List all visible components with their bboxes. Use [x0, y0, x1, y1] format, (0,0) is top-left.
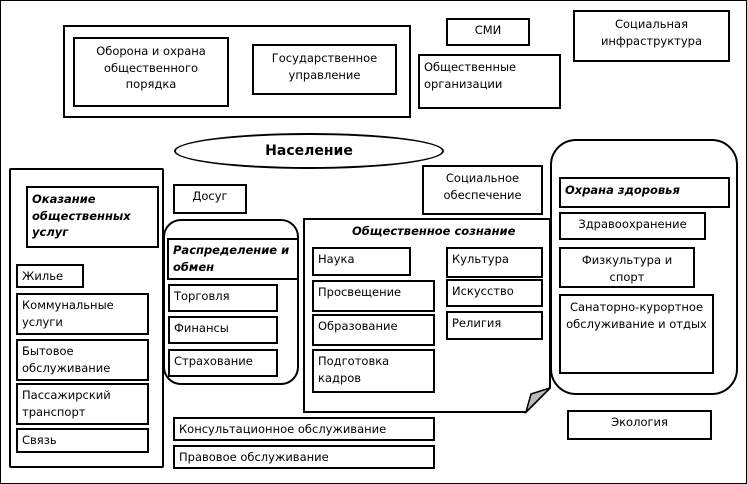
trade-box: Торговля: [168, 284, 278, 312]
sanatorium-box: Санаторно-курортное обслуживание и отдых: [559, 294, 714, 374]
leisure-box: Досуг: [173, 184, 247, 214]
social-infra-box: Социальная инфраструктура: [573, 10, 730, 62]
government-box: Государственное управление: [252, 44, 397, 95]
public-services-title: Оказание общественных услуг: [26, 186, 159, 248]
legal-box: Правовое обслуживание: [173, 445, 435, 469]
science-box: Наука: [312, 247, 411, 276]
public-orgs-box: Общественные организации: [418, 54, 561, 109]
finance-box: Финансы: [168, 316, 278, 344]
health-title: Охрана здоровья: [559, 177, 730, 208]
healthcare-box: Здравоохранение: [559, 212, 706, 240]
consciousness-title: Общественное сознание: [352, 224, 516, 238]
culture-box: Культура: [446, 247, 543, 278]
housing-box: Жилье: [16, 264, 84, 288]
enlightenment-box: Просвещение: [312, 280, 435, 312]
ecology-box: Экология: [567, 410, 712, 440]
population-ellipse: Население: [174, 133, 444, 169]
household-services-box: Бытовое обслуживание: [16, 339, 149, 381]
communications-box: Связь: [16, 428, 149, 453]
education-box: Образование: [312, 314, 435, 346]
passenger-transport-box: Пассажирский транспорт: [16, 383, 149, 425]
defense-box: Оборона и охрана общественного порядка: [73, 37, 229, 107]
media-box: СМИ: [446, 18, 530, 46]
insurance-box: Страхование: [168, 349, 278, 377]
consulting-box: Консультационное обслуживание: [173, 417, 435, 441]
population-label: Население: [265, 143, 353, 159]
art-box: Искусство: [446, 279, 543, 307]
social-security-box: Социальное обеспечение: [422, 165, 543, 215]
utilities-box: Коммунальные услуги: [16, 293, 149, 335]
training-box: Подготовка кадров: [312, 349, 435, 393]
distribution-title: Распределение и обмен: [167, 238, 299, 280]
religion-box: Религия: [446, 311, 543, 340]
sports-box: Физкультура и спорт: [559, 247, 695, 288]
